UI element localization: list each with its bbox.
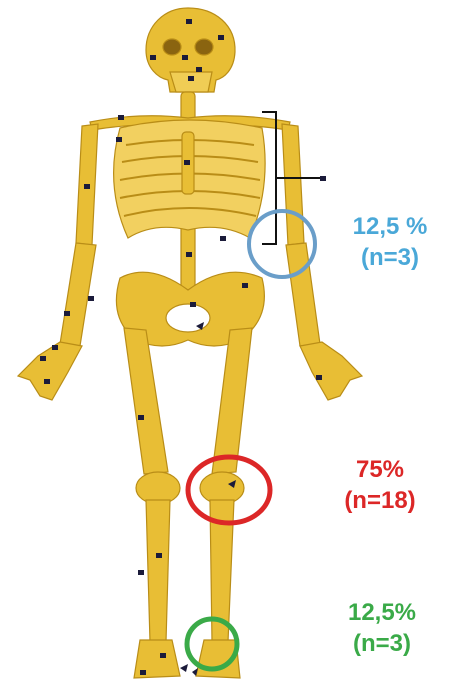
- elbow-label: 12,5 % (n=3): [330, 211, 450, 273]
- ankle-count: (n=3): [322, 628, 442, 659]
- right-humerus: [282, 124, 304, 245]
- bracket-marker: [320, 176, 326, 181]
- right-eye-socket: [195, 39, 213, 55]
- pelvic-opening: [166, 304, 210, 332]
- right-hand: [300, 342, 362, 400]
- ankle-label: 12,5% (n=3): [322, 597, 442, 659]
- knee-label: 75% (n=18): [320, 454, 440, 516]
- left-forearm: [60, 243, 96, 346]
- elbow-percent: 12,5 %: [330, 211, 450, 242]
- ankle-percent: 12,5%: [322, 597, 442, 628]
- jaw: [170, 72, 212, 92]
- right-femur: [212, 328, 252, 474]
- left-knee: [136, 472, 180, 504]
- right-knee: [200, 472, 244, 504]
- left-eye-socket: [163, 39, 181, 55]
- left-hand: [18, 342, 82, 400]
- knee-count: (n=18): [320, 485, 440, 516]
- skeleton: [18, 8, 362, 678]
- elbow-count: (n=3): [330, 242, 450, 273]
- knee-percent: 75%: [320, 454, 440, 485]
- left-tibia: [146, 500, 170, 642]
- left-femur: [124, 328, 168, 474]
- right-forearm: [286, 243, 320, 346]
